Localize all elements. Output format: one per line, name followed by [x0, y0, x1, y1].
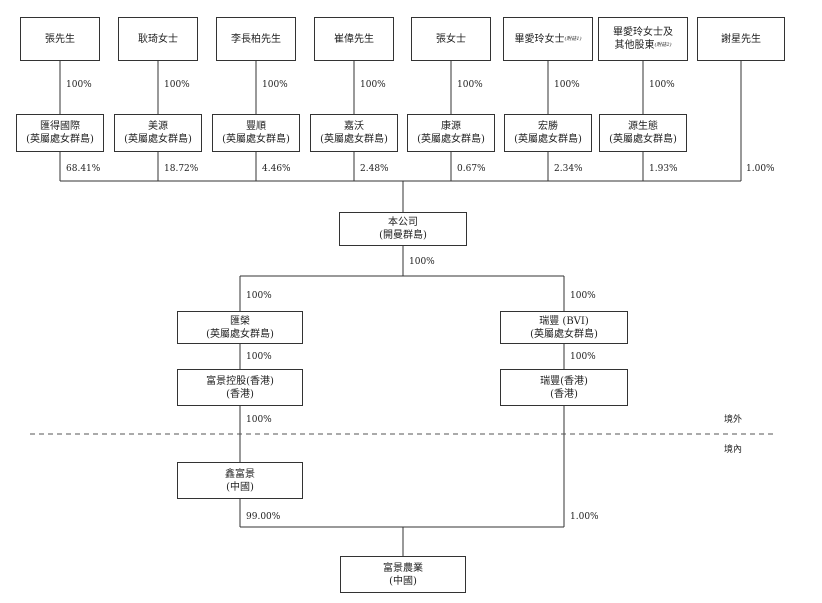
subsidiary-jurisdiction: (英屬處女群島): [206, 328, 274, 340]
subsidiary-box: 鑫富景 (中國): [177, 462, 303, 499]
holdco-jurisdiction: (英屬處女群島): [514, 134, 582, 145]
holdco-jurisdiction: (英屬處女群島): [320, 134, 388, 145]
ownership-pct: 99.00%: [246, 512, 281, 522]
holdco-name: 豐順: [246, 121, 266, 132]
subsidiary-jurisdiction: (中國): [226, 481, 254, 493]
holdco-box: 匯得國際 (英屬處女群島): [16, 114, 104, 152]
subsidiary-name: 鑫富景: [225, 468, 255, 480]
holdco-name: 康源: [441, 121, 461, 132]
shareholder-name: 耿琦女士: [138, 33, 178, 45]
holdco-jurisdiction: (英屬處女群島): [222, 134, 290, 145]
ownership-pct: 100%: [164, 80, 190, 90]
ownership-pct: 100%: [409, 257, 435, 267]
shareholder-box: 張女士: [411, 17, 491, 61]
shareholder-name: 李長柏先生: [231, 33, 281, 45]
shareholder-box: 張先生: [20, 17, 100, 61]
operating-company-name: 富景農業: [383, 562, 423, 574]
ownership-pct: 100%: [246, 291, 272, 301]
holdco-box: 宏勝 (英屬處女群島): [504, 114, 592, 152]
subsidiary-jurisdiction: (香港): [550, 388, 578, 400]
subsidiary-name: 瑞豐 (BVI): [539, 315, 589, 327]
offshore-label: 境外: [724, 415, 743, 425]
holdco-box: 美源 (英屬處女群島): [114, 114, 202, 152]
subsidiary-box: 富景控股(香港) (香港): [177, 369, 303, 406]
shareholder-name: 張先生: [45, 33, 75, 45]
operating-company-jurisdiction: (中國): [389, 575, 417, 587]
holdco-jurisdiction: (英屬處女群島): [26, 134, 94, 145]
subsidiary-box: 匯榮 (英屬處女群島): [177, 311, 303, 344]
shareholder-box: 畢愛玲女士及 其他股東(附註2): [598, 17, 688, 61]
shareholder-box: 耿琦女士: [118, 17, 198, 61]
holdco-box: 豐順 (英屬處女群島): [212, 114, 300, 152]
shareholder-box: 畢愛玲女士(附註1): [503, 17, 593, 61]
subsidiary-box: 瑞豐(香港) (香港): [500, 369, 628, 406]
holdco-box: 康源 (英屬處女群島): [407, 114, 495, 152]
ownership-pct: 100%: [554, 80, 580, 90]
ownership-pct: 100%: [570, 352, 596, 362]
subsidiary-name: 富景控股(香港): [206, 375, 274, 387]
footnote-marker: (附註2): [654, 42, 672, 48]
subsidiary-jurisdiction: (香港): [226, 388, 254, 400]
holdco-box: 源生態 (英屬處女群島): [599, 114, 687, 152]
stake-pct: 0.67%: [457, 164, 486, 174]
footnote-marker: (附註1): [564, 35, 582, 42]
stake-pct: 4.46%: [262, 164, 291, 174]
company-name: 本公司: [388, 217, 418, 228]
onshore-label: 境內: [724, 445, 743, 455]
subsidiary-name: 匯榮: [230, 315, 250, 327]
subsidiary-jurisdiction: (英屬處女群島): [530, 328, 598, 340]
ownership-pct: 100%: [246, 415, 272, 425]
shareholder-name-line2: 其他股東: [614, 40, 655, 51]
holdco-name: 美源: [148, 121, 168, 132]
stake-pct: 18.72%: [164, 164, 199, 174]
operating-company-box: 富景農業 (中國): [340, 556, 466, 593]
holdco-name: 嘉沃: [344, 121, 364, 132]
shareholder-name: 畢愛玲女士: [514, 33, 565, 45]
ownership-pct: 100%: [360, 80, 386, 90]
holdco-jurisdiction: (英屬處女群島): [609, 134, 677, 145]
ownership-pct: 100%: [649, 80, 675, 90]
company-box: 本公司 (開曼群島): [339, 212, 467, 246]
holdco-jurisdiction: (英屬處女群島): [417, 134, 485, 145]
shareholder-name: 畢愛玲女士及: [613, 27, 673, 38]
holdco-jurisdiction: (英屬處女群島): [124, 134, 192, 145]
stake-pct: 2.48%: [360, 164, 389, 174]
ownership-pct: 1.00%: [570, 512, 599, 522]
stake-pct: 2.34%: [554, 164, 583, 174]
company-jurisdiction: (開曼群島): [379, 230, 427, 241]
holdco-name: 源生態: [628, 121, 658, 132]
ownership-pct: 100%: [246, 352, 272, 362]
ownership-pct: 100%: [457, 80, 483, 90]
shareholder-box: 崔偉先生: [314, 17, 394, 61]
holdco-box: 嘉沃 (英屬處女群島): [310, 114, 398, 152]
holdco-name: 匯得國際: [40, 121, 80, 132]
shareholder-name: 張女士: [436, 33, 466, 45]
holdco-name: 宏勝: [538, 121, 558, 132]
subsidiary-name: 瑞豐(香港): [540, 375, 588, 387]
stake-pct: 1.00%: [746, 164, 775, 174]
shareholder-name: 崔偉先生: [334, 33, 374, 45]
shareholder-box: 謝星先生: [697, 17, 785, 61]
ownership-pct: 100%: [570, 291, 596, 301]
stake-pct: 68.41%: [66, 164, 101, 174]
ownership-pct: 100%: [66, 80, 92, 90]
shareholder-box: 李長柏先生: [216, 17, 296, 61]
subsidiary-box: 瑞豐 (BVI) (英屬處女群島): [500, 311, 628, 344]
ownership-pct: 100%: [262, 80, 288, 90]
shareholder-name: 謝星先生: [721, 33, 761, 45]
stake-pct: 1.93%: [649, 164, 678, 174]
